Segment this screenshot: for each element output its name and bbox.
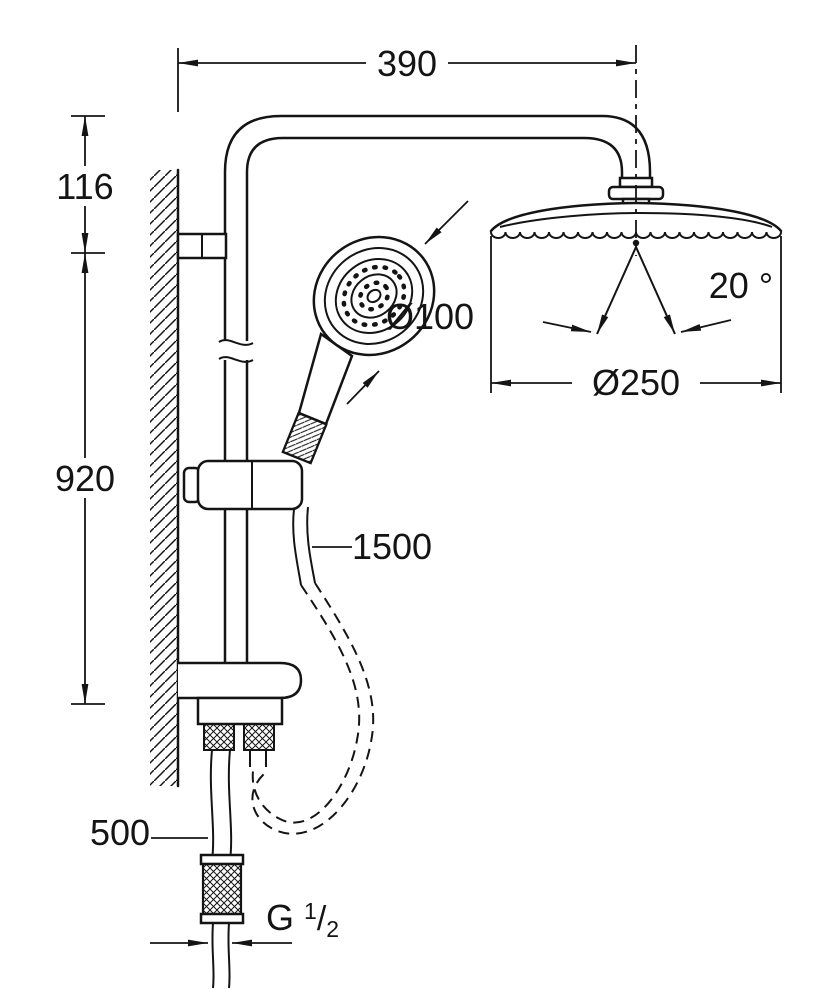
right-union-nut [243, 723, 275, 751]
holder-body [196, 459, 304, 511]
rail-inner-line [245, 136, 624, 665]
angle-line-right [635, 246, 676, 335]
face-center [366, 288, 382, 304]
hand-dia-arrow-upper [424, 200, 469, 245]
dim-rail-height-value: 920 [55, 458, 115, 499]
slider-holder [182, 459, 304, 511]
face-nozzle-ring-inner [357, 280, 391, 312]
dim-thread-value: G 1/2 [266, 897, 339, 942]
left-union-nut [203, 723, 235, 751]
hose-solid-right [306, 506, 316, 584]
rail-outer-line [223, 114, 652, 665]
dim-hose-length: 1500 [312, 526, 432, 567]
dim-top-width: 390 [177, 43, 636, 112]
dim-spray-angle-value: 20 ° [709, 265, 773, 306]
dim-390-bg [366, 44, 448, 82]
dim-head-diameter: Ø250 [490, 236, 782, 403]
hand-shower [281, 235, 436, 465]
braid-ferrule-bottom [199, 912, 245, 925]
bottom-manifold [196, 696, 284, 726]
face-nozzle-ring-outer [341, 264, 407, 328]
dim-inlet-length-value: 500 [90, 812, 150, 853]
dim-top-width-value: 390 [377, 43, 437, 84]
inlet-hose-right-edge [227, 749, 233, 862]
dim-hose-length-value: 1500 [352, 526, 432, 567]
dim-hand-diameter-value: Ø100 [386, 296, 474, 337]
bottom-assembly [178, 661, 303, 989]
dim-inlet-length: 500 [90, 812, 208, 853]
pipe-break-upper [218, 339, 254, 346]
wall-hatch [150, 170, 178, 786]
wall-section [150, 168, 180, 788]
dim-spray-angle: 20 ° [542, 246, 773, 335]
head-center-nozzle [632, 239, 640, 247]
inlet-end-right-edge [227, 922, 231, 989]
dim-wall-offset-value: 116 [56, 166, 113, 207]
hand-shower-connector [281, 411, 328, 465]
dim-hand-diameter: Ø100 [346, 200, 474, 405]
face-outer-ring [312, 235, 436, 357]
shower-rail [176, 114, 652, 665]
braided-sleeve [201, 862, 243, 916]
dim-250-bg [572, 362, 700, 402]
inlet-hose-left-edge [209, 749, 215, 862]
angle-leader-right [680, 319, 732, 333]
angle-leader-left [542, 321, 592, 333]
face-ring-3 [334, 258, 414, 334]
hose-loop-inner [251, 584, 361, 824]
angle-line-left [596, 246, 637, 335]
head-rim-line [499, 211, 773, 228]
dim-head-diameter-value: Ø250 [592, 362, 680, 403]
dim-116-bg [48, 166, 122, 206]
inlet-end-left-edge [211, 922, 215, 989]
face-ring-2 [323, 247, 425, 345]
hose-loop-outer [251, 582, 375, 835]
hand-dia-arrow-lower [346, 370, 380, 405]
pipe-break-lower [218, 356, 254, 363]
hand-shower-face [312, 235, 436, 357]
dim-left-column: 116 920 [48, 115, 122, 705]
wall-bracket-bottom [178, 661, 303, 700]
hose-solid-left [292, 508, 302, 586]
shower-hose [251, 506, 375, 835]
braid-ferrule-top [199, 853, 245, 866]
dim-920-bg [48, 458, 122, 498]
dim-thread: G 1/2 [150, 897, 339, 947]
